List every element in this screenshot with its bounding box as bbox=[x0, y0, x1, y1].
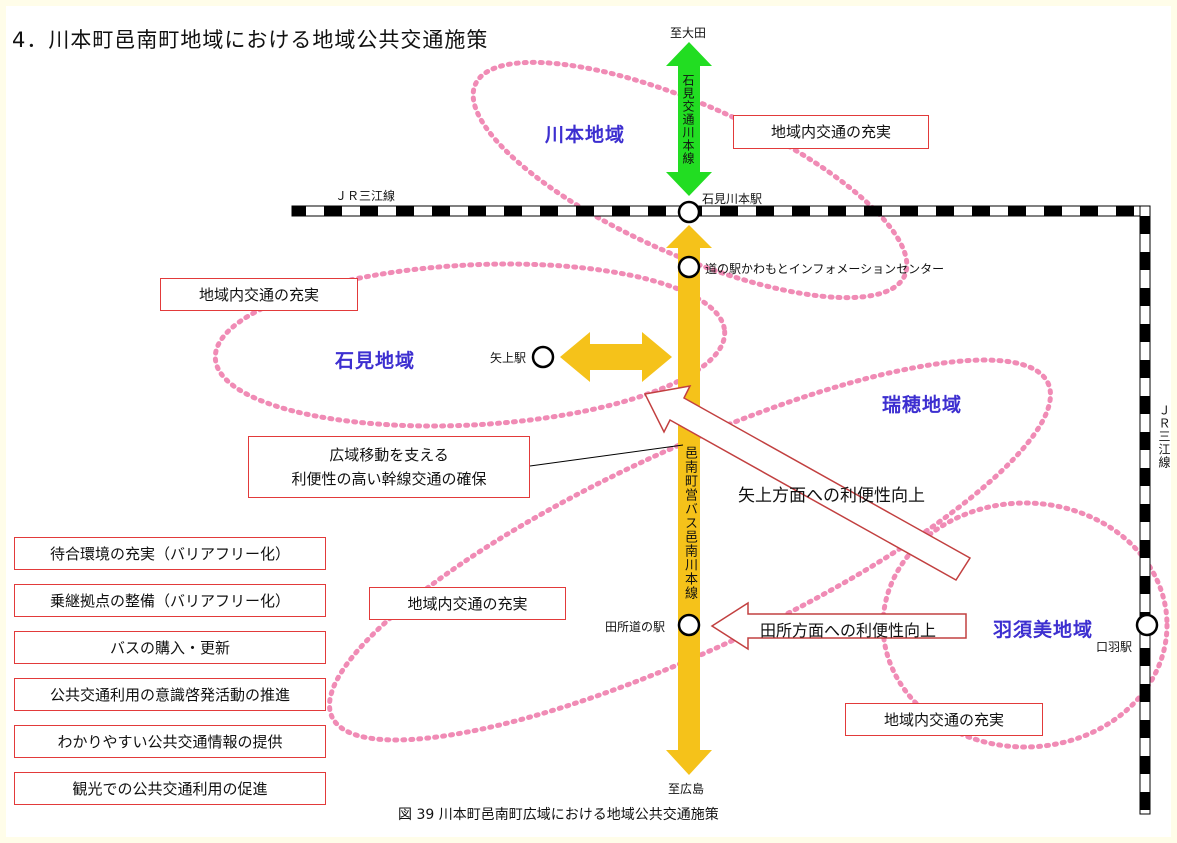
yellow-route-arrow bbox=[666, 225, 712, 775]
iwami-area-outline bbox=[212, 261, 728, 429]
iwami-kawamoto-station-marker bbox=[677, 200, 701, 224]
trunk-leader-line bbox=[529, 444, 684, 467]
iwami-kawamoto-station-label: 石見川本駅 bbox=[702, 192, 763, 206]
kawamoto-area-outline bbox=[470, 59, 910, 301]
measure-item: バスの購入・更新 bbox=[14, 631, 326, 664]
yakami-direction-text: 矢上方面への利便性向上 bbox=[738, 486, 925, 506]
yakami-station-label: 矢上駅 bbox=[490, 351, 527, 365]
michinoeki-station-marker bbox=[677, 255, 701, 279]
yellow-route-label: 邑南町営バス邑南川本線 bbox=[682, 446, 697, 600]
policy-box-mizuho: 地域内交通の充実 bbox=[369, 587, 566, 620]
jr-top-label: ＪＲ三江線 bbox=[335, 189, 396, 203]
kuchiba-station-marker bbox=[1135, 613, 1159, 637]
yakami-double-arrow bbox=[560, 332, 672, 382]
yakami-station-marker bbox=[531, 345, 555, 369]
green-route-label: 石見交通川本線 bbox=[681, 74, 695, 165]
policy-box-hasumi: 地域内交通の充実 bbox=[845, 703, 1043, 736]
policy-box-kawamoto: 地域内交通の充実 bbox=[733, 115, 929, 149]
measure-item: わかりやすい公共交通情報の提供 bbox=[14, 725, 326, 758]
tadokoro-station-label: 田所道の駅 bbox=[605, 620, 666, 634]
figure-caption: 図 39 川本町邑南町広域における地域公共交通施策 bbox=[398, 807, 719, 823]
tadokoro-direction-arrow bbox=[710, 601, 967, 651]
jr-line-top bbox=[291, 205, 1149, 217]
jr-right-label: ＪＲ三江線 bbox=[1157, 404, 1171, 469]
measure-item: 観光での公共交通利用の促進 bbox=[14, 772, 326, 805]
area-label-mizuho: 瑞穂地域 bbox=[882, 394, 963, 416]
trunk-policy-line2: 利便性の高い幹線交通の確保 bbox=[291, 470, 487, 488]
trunk-policy-box: 広域移動を支える 利便性の高い幹線交通の確保 bbox=[248, 436, 530, 498]
mizuho-area-outline bbox=[327, 357, 1053, 743]
policy-box-iwami: 地域内交通の充実 bbox=[160, 278, 358, 311]
measure-item: 公共交通利用の意識啓発活動の推進 bbox=[14, 678, 326, 711]
to-ota-label: 至大田 bbox=[670, 26, 707, 40]
measure-item: 乗継拠点の整備（バリアフリー化） bbox=[14, 584, 326, 617]
area-label-kawamoto: 川本地域 bbox=[545, 124, 626, 146]
tadokoro-direction-text: 田所方面への利便性向上 bbox=[760, 621, 937, 640]
area-label-iwami: 石見地域 bbox=[335, 350, 416, 372]
jr-line-right bbox=[1139, 205, 1151, 815]
michinoeki-station-label: 道の駅かわもとインフォメーションセンター bbox=[705, 262, 945, 276]
area-label-hasumi: 羽須美地域 bbox=[993, 619, 1094, 641]
measure-item: 待合環境の充実（バリアフリー化） bbox=[14, 537, 326, 570]
tadokoro-station-marker bbox=[677, 613, 701, 637]
trunk-policy-line1: 広域移動を支える bbox=[329, 446, 449, 464]
yakami-direction-arrow bbox=[643, 385, 972, 582]
page-title: 4．川本町邑南町地域における地域公共交通施策 bbox=[12, 28, 489, 52]
to-hiroshima-label: 至広島 bbox=[668, 782, 705, 796]
kuchiba-station-label: 口羽駅 bbox=[1096, 640, 1133, 654]
green-route-arrow bbox=[666, 42, 712, 196]
